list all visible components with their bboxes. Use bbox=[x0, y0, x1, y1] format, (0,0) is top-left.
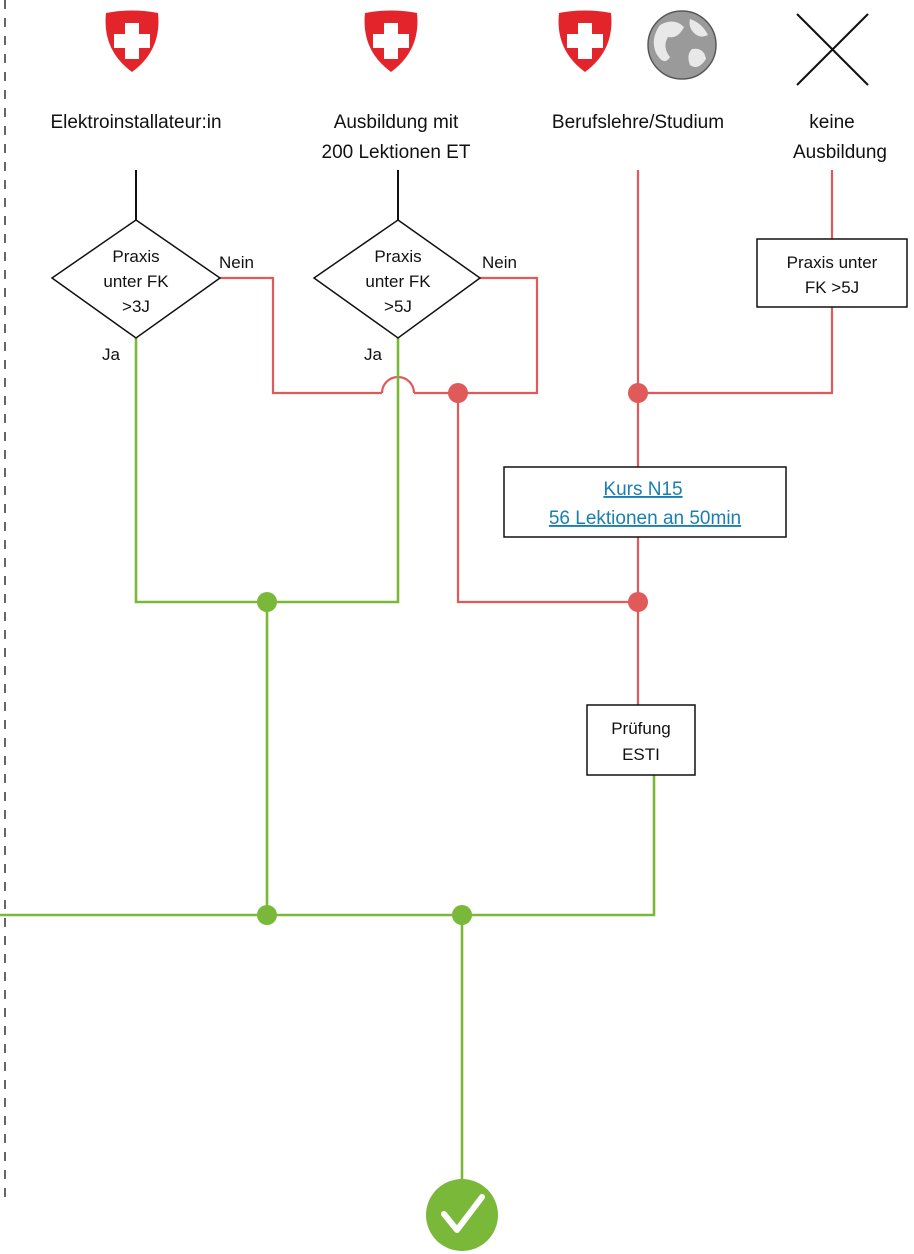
yes-path-decisions bbox=[134, 338, 400, 604]
decision-2-line3: >5J bbox=[384, 297, 412, 316]
decision-1-yes-label: Ja bbox=[102, 345, 121, 364]
decision-1-no-label: Nein bbox=[219, 253, 254, 272]
decision-2-yes-label: Ja bbox=[364, 345, 383, 364]
decision-2-no-label: Nein bbox=[482, 253, 517, 272]
decision-2-line2: unter FK bbox=[365, 272, 431, 291]
swiss-shield-icon bbox=[105, 10, 159, 72]
column-label-keine-line2: Ausbildung bbox=[793, 142, 887, 163]
exam-box: Prüfung ESTI bbox=[586, 704, 696, 776]
junction-dot bbox=[452, 905, 472, 925]
column-label-ausbildung-line2: 200 Lektionen ET bbox=[322, 142, 471, 163]
junction-dot bbox=[257, 592, 277, 612]
practice-box-line2: FK >5J bbox=[805, 278, 859, 297]
course-link-line2[interactable]: 56 Lektionen an 50min bbox=[549, 508, 741, 529]
column-label-berufslehre: Berufslehre/Studium bbox=[552, 112, 724, 133]
junction-dot bbox=[628, 383, 648, 403]
exam-box-line1: Prüfung bbox=[611, 719, 671, 738]
red-line-practice-to-trunk bbox=[638, 307, 834, 395]
no-paths bbox=[220, 170, 834, 705]
checkmark-icon bbox=[426, 1179, 498, 1251]
course-link-box[interactable]: Kurs N15 56 Lektionen an 50min bbox=[503, 466, 787, 538]
column-label-ausbildung-line1: Ausbildung mit bbox=[334, 112, 459, 133]
column-label-keine-line1: keine bbox=[809, 112, 854, 133]
decision-1-line3: >3J bbox=[122, 297, 150, 316]
decision-2-line1: Praxis bbox=[374, 247, 421, 266]
exam-box-line2: ESTI bbox=[622, 745, 660, 764]
swiss-shield-icon bbox=[364, 10, 418, 72]
junction-dot bbox=[448, 383, 468, 403]
course-link-line1[interactable]: Kurs N15 bbox=[603, 479, 682, 500]
practice-box-line1: Praxis unter bbox=[787, 253, 878, 272]
decision-diamond-praxis-5j: Praxis unter FK >5J bbox=[312, 219, 482, 339]
cross-x-icon bbox=[796, 13, 869, 86]
column-label-elektroinstallateur: Elektroinstallateur:in bbox=[50, 112, 221, 133]
yes-paths bbox=[0, 338, 656, 1185]
globe-icon bbox=[647, 10, 717, 80]
green-main-line bbox=[0, 775, 656, 917]
decision-diamond-praxis-3j: Praxis unter FK >3J bbox=[50, 219, 222, 339]
junction-dot bbox=[628, 592, 648, 612]
no-path-decision-2 bbox=[414, 276, 539, 395]
decision-1-line2: unter FK bbox=[103, 272, 169, 291]
swiss-shield-icon bbox=[558, 10, 612, 72]
red-branch-to-exam bbox=[456, 393, 638, 604]
practice-box: Praxis unter FK >5J bbox=[756, 238, 908, 308]
junction-dot bbox=[257, 905, 277, 925]
no-path-decision-1 bbox=[220, 276, 382, 395]
decision-1-line1: Praxis bbox=[112, 247, 159, 266]
